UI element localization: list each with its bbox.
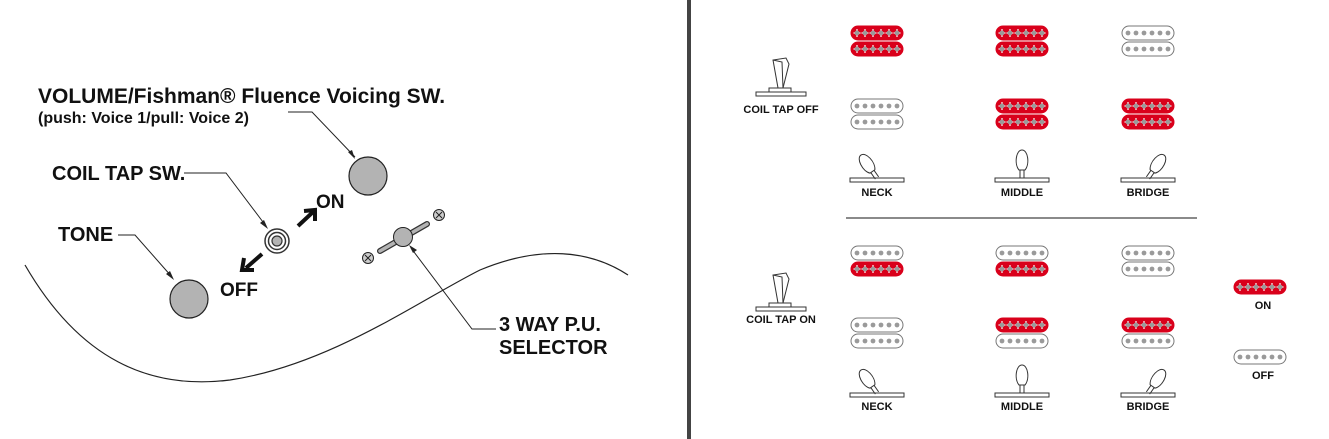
legend-off-label: OFF bbox=[1252, 370, 1274, 382]
position-label: NECK bbox=[861, 187, 892, 199]
coil-off bbox=[1121, 261, 1175, 277]
coil-off bbox=[995, 333, 1049, 349]
neck-pickup bbox=[850, 245, 904, 277]
legend-on-label: ON bbox=[1255, 300, 1272, 312]
arrow-on-icon bbox=[296, 207, 317, 228]
coil-on bbox=[995, 25, 1049, 41]
neck-pickup bbox=[850, 25, 904, 57]
coil-off bbox=[1121, 41, 1175, 57]
bridge-pickup bbox=[850, 98, 904, 130]
coil-tap-toggle-icon bbox=[755, 272, 807, 312]
coil-on bbox=[995, 317, 1049, 333]
pickup-selector[interactable] bbox=[362, 209, 445, 264]
coil-off bbox=[850, 333, 904, 349]
bridge-pickup bbox=[995, 317, 1049, 349]
bridge-pickup bbox=[850, 317, 904, 349]
selector-label-line1: 3 WAY P.U. bbox=[499, 314, 601, 336]
tone-label: TONE bbox=[58, 224, 113, 246]
coil-tap-state-label: COIL TAP OFF bbox=[743, 104, 818, 116]
selector-bridge-icon bbox=[1120, 153, 1176, 183]
coil-off bbox=[850, 98, 904, 114]
volume-leader bbox=[288, 111, 356, 158]
coil-tap-toggle-icon bbox=[755, 57, 807, 97]
coil-off bbox=[850, 245, 904, 261]
selector-label-line2: SELECTOR bbox=[499, 337, 608, 359]
arrowhead-icon bbox=[260, 220, 268, 229]
position-label: MIDDLE bbox=[1001, 187, 1043, 199]
selector-middle-icon bbox=[994, 149, 1050, 183]
coil-off bbox=[1233, 349, 1287, 365]
panel-divider bbox=[687, 0, 691, 439]
volume-knob[interactable] bbox=[348, 156, 388, 196]
coil-off bbox=[1121, 25, 1175, 41]
body-outline bbox=[24, 252, 629, 383]
coil-on bbox=[995, 114, 1049, 130]
coil-on bbox=[995, 98, 1049, 114]
coil-on bbox=[1121, 98, 1175, 114]
coil-on bbox=[850, 41, 904, 57]
off-label: OFF bbox=[220, 280, 258, 301]
volume-label: VOLUME/Fishman® Fluence Voicing SW. bbox=[38, 85, 445, 108]
selector-leader bbox=[410, 247, 496, 330]
coil-off bbox=[995, 245, 1049, 261]
coil-on bbox=[850, 261, 904, 277]
selector-neck-icon bbox=[849, 153, 905, 183]
arrowhead-icon bbox=[409, 245, 417, 253]
position-label: BRIDGE bbox=[1127, 187, 1170, 199]
bridge-pickup bbox=[995, 98, 1049, 130]
coil-tap-switch[interactable] bbox=[264, 228, 290, 254]
selector-middle-icon bbox=[994, 364, 1050, 398]
bridge-pickup bbox=[1121, 317, 1175, 349]
coil-off bbox=[1121, 333, 1175, 349]
coil-off bbox=[850, 114, 904, 130]
screw-icon bbox=[362, 252, 374, 264]
coil-on bbox=[1121, 317, 1175, 333]
coil-on bbox=[850, 25, 904, 41]
legend: ON OFF bbox=[1233, 279, 1287, 382]
coil-off bbox=[850, 317, 904, 333]
coil-on bbox=[1121, 114, 1175, 130]
coil-tap-leader bbox=[184, 172, 267, 227]
control-layout-panel: VOLUME/Fishman® Fluence Voicing SW. (pus… bbox=[24, 85, 629, 383]
switching-chart-panel: COIL TAP OFF NECK MIDDLE BRIDGE COIL TAP ON N… bbox=[743, 25, 1287, 413]
coil-on bbox=[995, 261, 1049, 277]
arrowhead-icon bbox=[166, 271, 174, 280]
arrowhead-icon bbox=[348, 150, 355, 159]
tone-knob[interactable] bbox=[169, 279, 209, 319]
arrow-off-icon bbox=[239, 252, 264, 272]
neck-pickup bbox=[1121, 25, 1175, 57]
coil-on bbox=[995, 41, 1049, 57]
coil-on bbox=[1233, 279, 1287, 295]
on-label: ON bbox=[316, 192, 345, 213]
coil-tap-state-label: COIL TAP ON bbox=[746, 314, 816, 326]
selector-neck-icon bbox=[849, 368, 905, 398]
bridge-pickup bbox=[1121, 98, 1175, 130]
neck-pickup bbox=[1121, 245, 1175, 277]
position-label: MIDDLE bbox=[1001, 401, 1043, 413]
coil-off bbox=[1121, 245, 1175, 261]
screw-icon bbox=[433, 209, 445, 221]
tone-leader bbox=[118, 234, 173, 278]
volume-sublabel: (push: Voice 1/pull: Voice 2) bbox=[38, 110, 249, 127]
selector-bridge-icon bbox=[1120, 368, 1176, 398]
neck-pickup bbox=[995, 245, 1049, 277]
position-label: NECK bbox=[861, 401, 892, 413]
coil-tap-switch-label: COIL TAP SW. bbox=[52, 163, 185, 185]
position-label: BRIDGE bbox=[1127, 401, 1170, 413]
neck-pickup bbox=[995, 25, 1049, 57]
